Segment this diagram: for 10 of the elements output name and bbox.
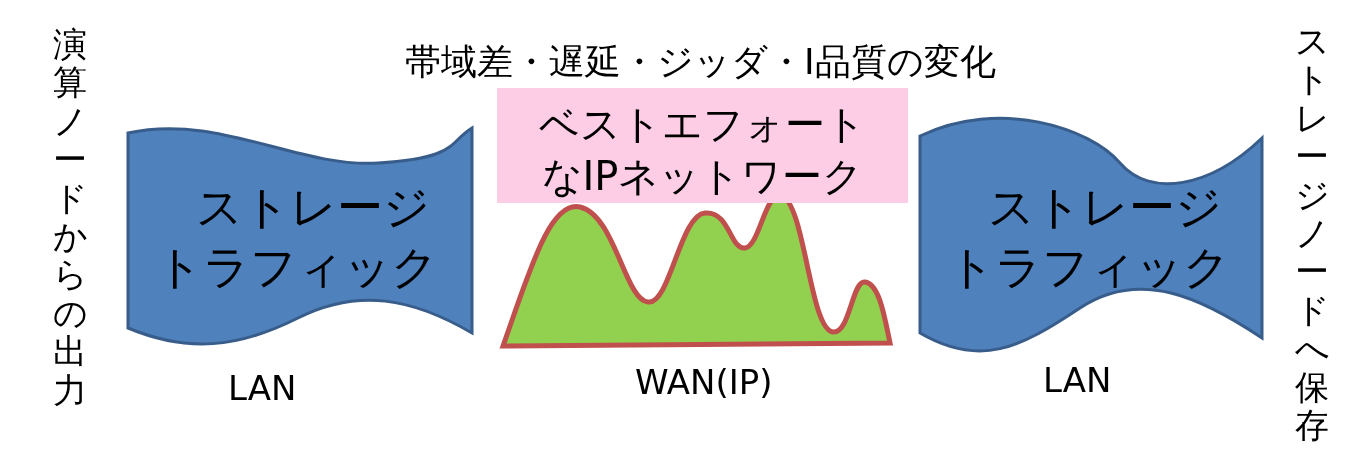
wave-label: ストレージトラフィック	[948, 179, 1231, 296]
side-note: ストレージノードへ保存	[1294, 22, 1330, 445]
side-note: 演算ノードからの出力	[52, 25, 88, 410]
heading-text: 帯域差・遅延・ジッダ・I品質の変化	[405, 40, 996, 84]
wave-label: ストレージトラフィック	[156, 179, 439, 296]
network-box	[497, 88, 908, 203]
box-label: ベストエフォートなIPネットワーク	[539, 101, 866, 199]
network-label: LAN	[228, 368, 297, 408]
network-label: LAN	[1043, 360, 1112, 400]
network-label: WAN(IP)	[635, 362, 773, 402]
